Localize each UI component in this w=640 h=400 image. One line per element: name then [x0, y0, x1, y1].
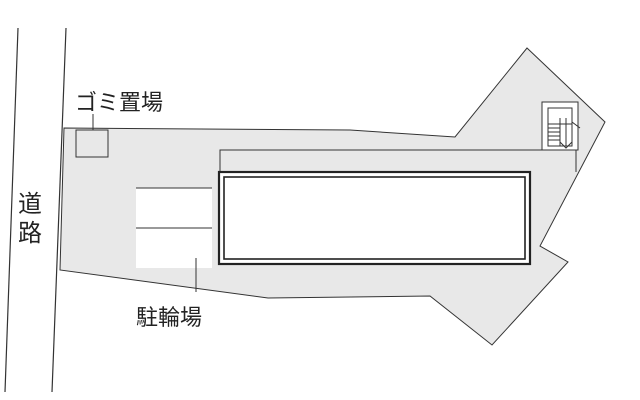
road-label-top: 道 [18, 190, 42, 218]
garbage-station [75, 129, 109, 158]
road-line-right [51, 27, 67, 393]
bicycle-parking-label: 駐輪場 [136, 306, 202, 331]
road-line-left [4, 27, 19, 393]
garbage-station-label: ゴミ置場 [75, 91, 163, 116]
building-inner [223, 176, 526, 260]
stairs-icon [541, 101, 581, 151]
road-label-bottom: 路 [18, 219, 42, 247]
walkway-outline [219, 149, 577, 172]
